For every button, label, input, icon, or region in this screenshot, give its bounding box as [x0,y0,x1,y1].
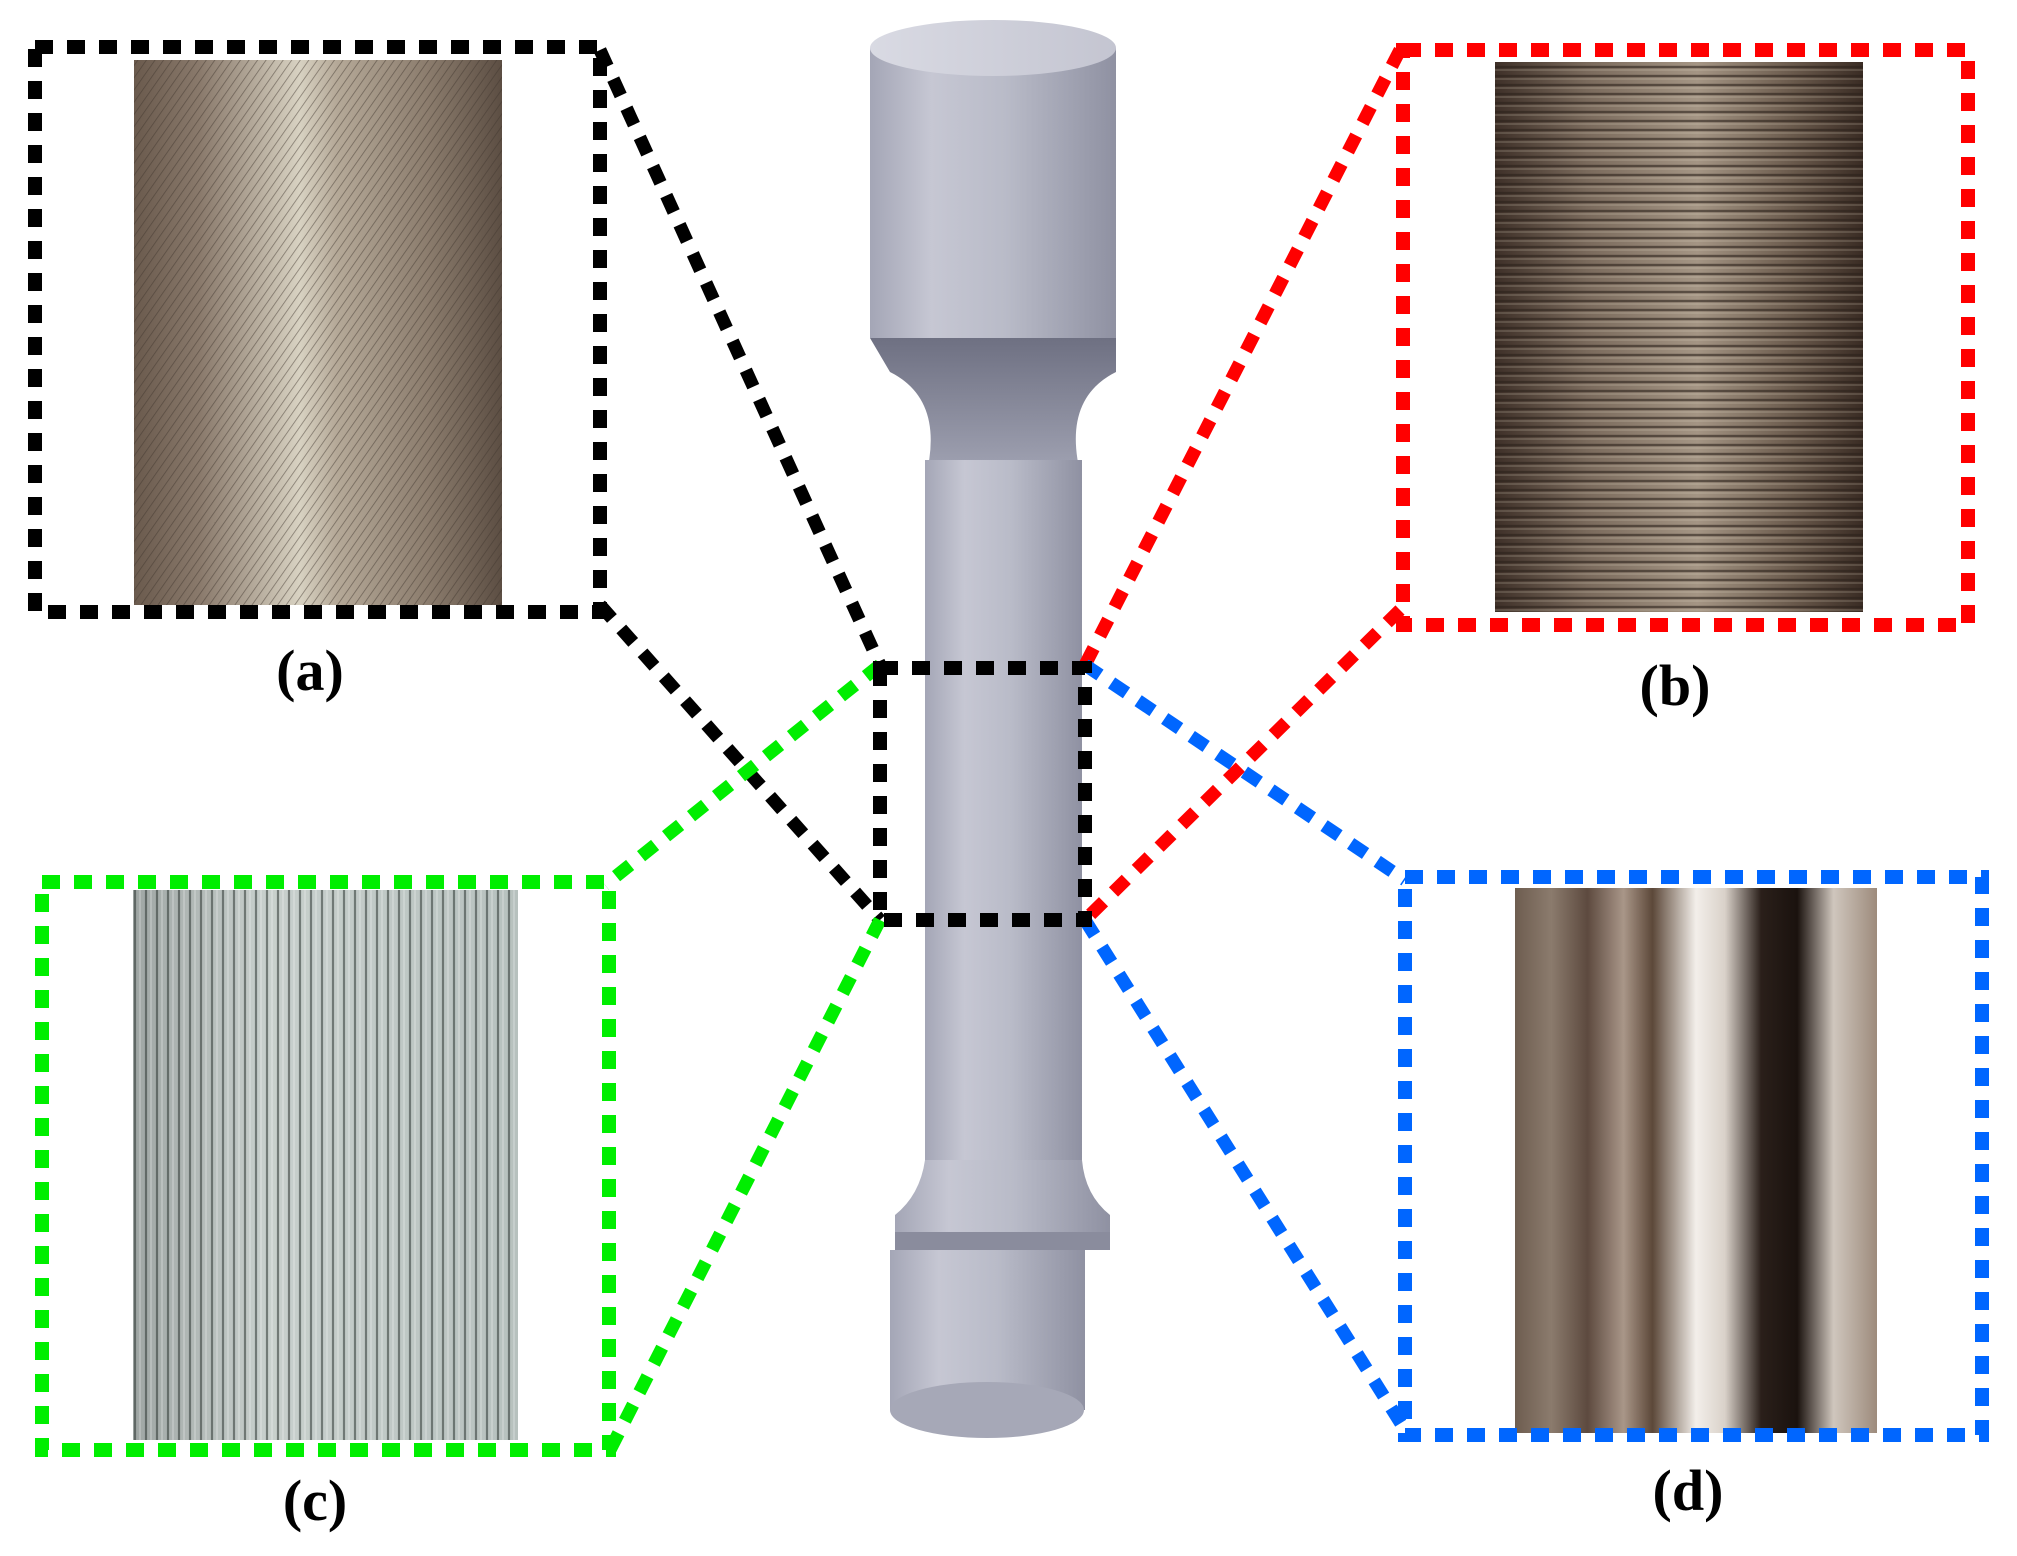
connector-b-top [1079,47,1406,668]
tensile-specimen [870,20,1116,1438]
specimen-top-grip [870,48,1116,338]
connector-a-bottom [595,600,885,925]
panel-c-frame [35,875,616,1457]
panel-b-frame [1396,43,1975,632]
panel-d-photo [1515,888,1877,1433]
panel-d: (d) [1398,870,1989,1523]
gauge-highlight-frame [873,661,1092,927]
panel-a: (a) [28,40,607,703]
panel-a-label: (a) [276,638,344,703]
panel-c: (c) [35,875,616,1533]
panel-d-label: (d) [1653,1458,1724,1523]
panel-d-frame [1398,870,1989,1442]
connector-c-top [600,659,885,891]
panel-b: (b) [1396,43,1975,718]
panel-a-frame [28,40,607,619]
specimen-top-cap [870,20,1116,76]
connector-lines [594,47,1411,1453]
connector-a-top [594,47,886,668]
connector-c-bottom [604,917,886,1453]
panel-b-label: (b) [1640,653,1711,718]
specimen-top-shoulder [870,338,1116,480]
specimen-gauge-section [925,460,1082,1180]
panel-c-label: (c) [283,1468,347,1533]
connector-b-bottom [1080,605,1405,925]
connector-d-top [1081,659,1409,886]
connector-d-bottom [1079,916,1411,1434]
